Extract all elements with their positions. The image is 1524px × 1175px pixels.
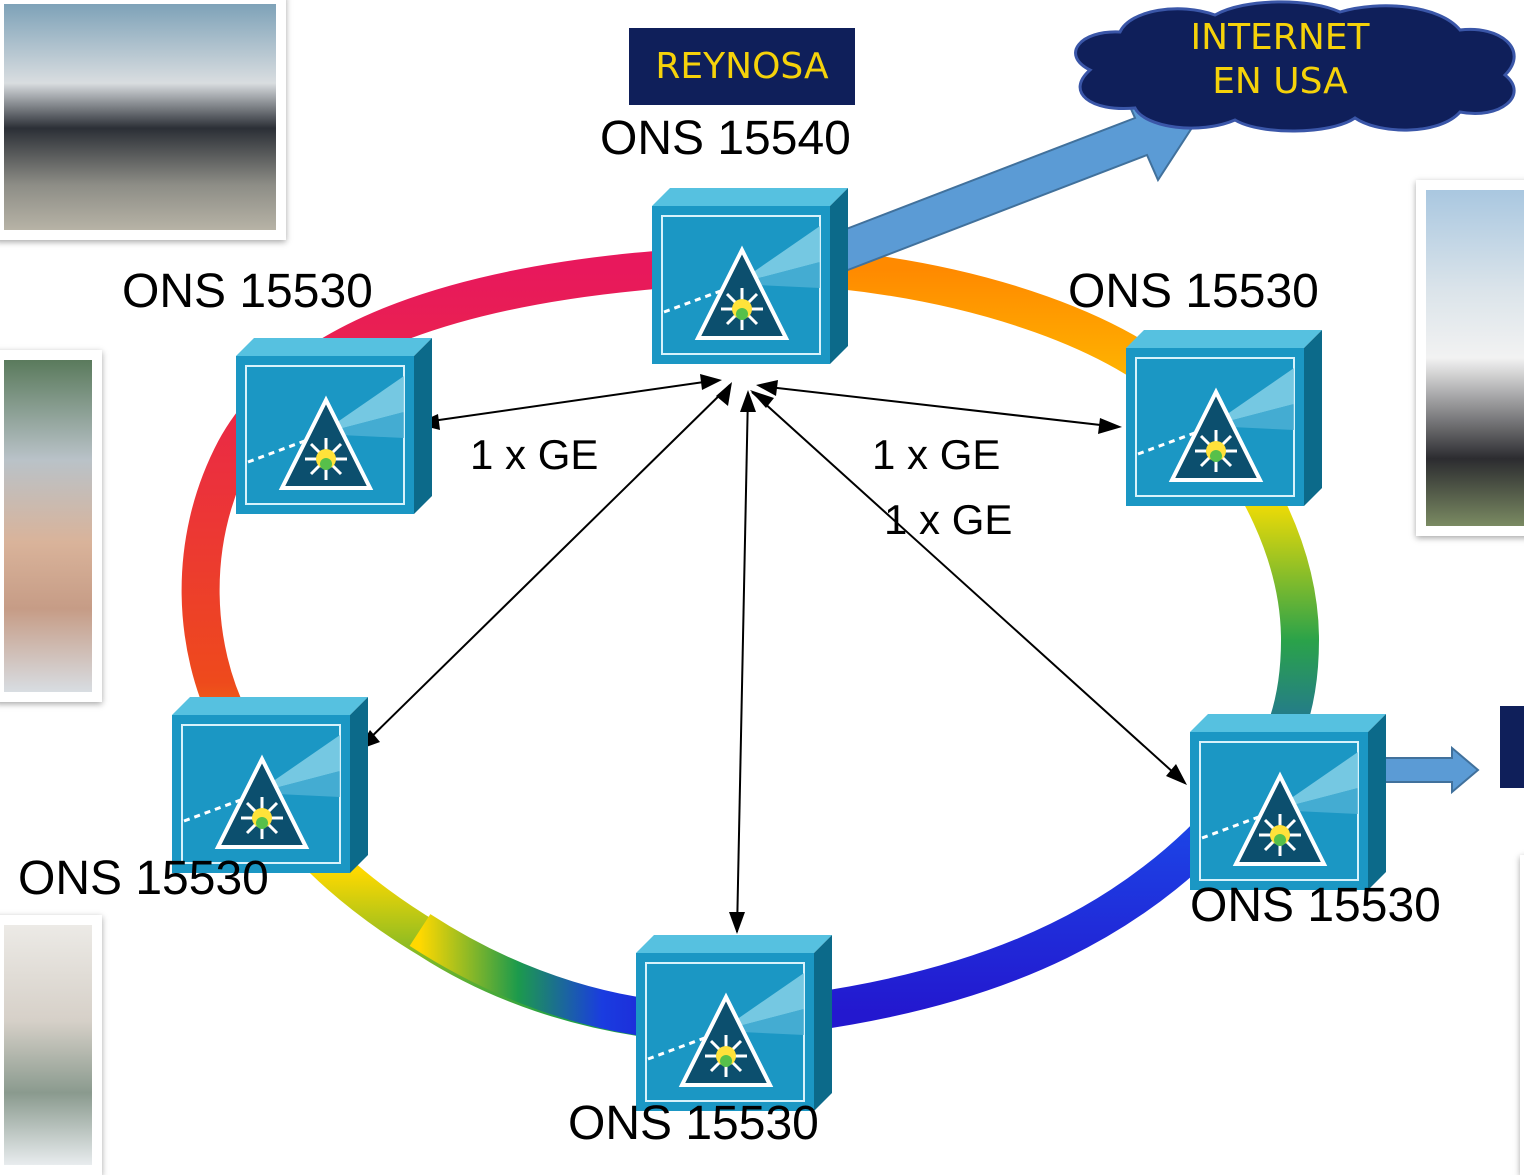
internet-label-line2: EN USA [1212,61,1348,102]
optical-switch-icon [170,695,370,875]
optical-switch-icon [234,336,434,516]
optical-switch-icon [1188,712,1388,892]
uplink-arrow-icon [826,91,1212,275]
optical-switch-icon [1124,328,1324,508]
ge-links [359,379,1186,933]
node-label-top: ONS 15540 [600,112,851,165]
link-label-right: 1 x GE [872,431,1001,478]
city-label: REYNOSA [629,28,855,105]
node-label-lower-left: ONS 15530 [18,852,269,905]
internet-label: INTERNET EN USA [1160,16,1400,104]
node-label-lower-right: ONS 15530 [1190,879,1441,932]
photo-top-right [1416,180,1524,536]
optical-switch-icon [650,186,850,366]
node-label-bottom: ONS 15530 [568,1097,819,1150]
optical-switch-icon [634,933,834,1113]
right-label-box [1500,706,1524,788]
node-label-upper-right: ONS 15530 [1068,265,1319,318]
photo-bottom-right [1520,855,1524,1175]
photo-mid-left [0,350,102,702]
ring-right-segment [807,251,1320,1031]
node-label-upper-left: ONS 15530 [122,265,373,318]
link-label-left: 1 x GE [470,431,599,478]
photo-bottom-left [0,915,102,1175]
photo-top-left [0,0,286,240]
right-arrow-icon [1369,745,1480,795]
internet-label-line1: INTERNET [1190,17,1370,58]
internet-cloud-icon [1074,0,1516,133]
link-label-right-second: 1 x GE [884,496,1013,543]
